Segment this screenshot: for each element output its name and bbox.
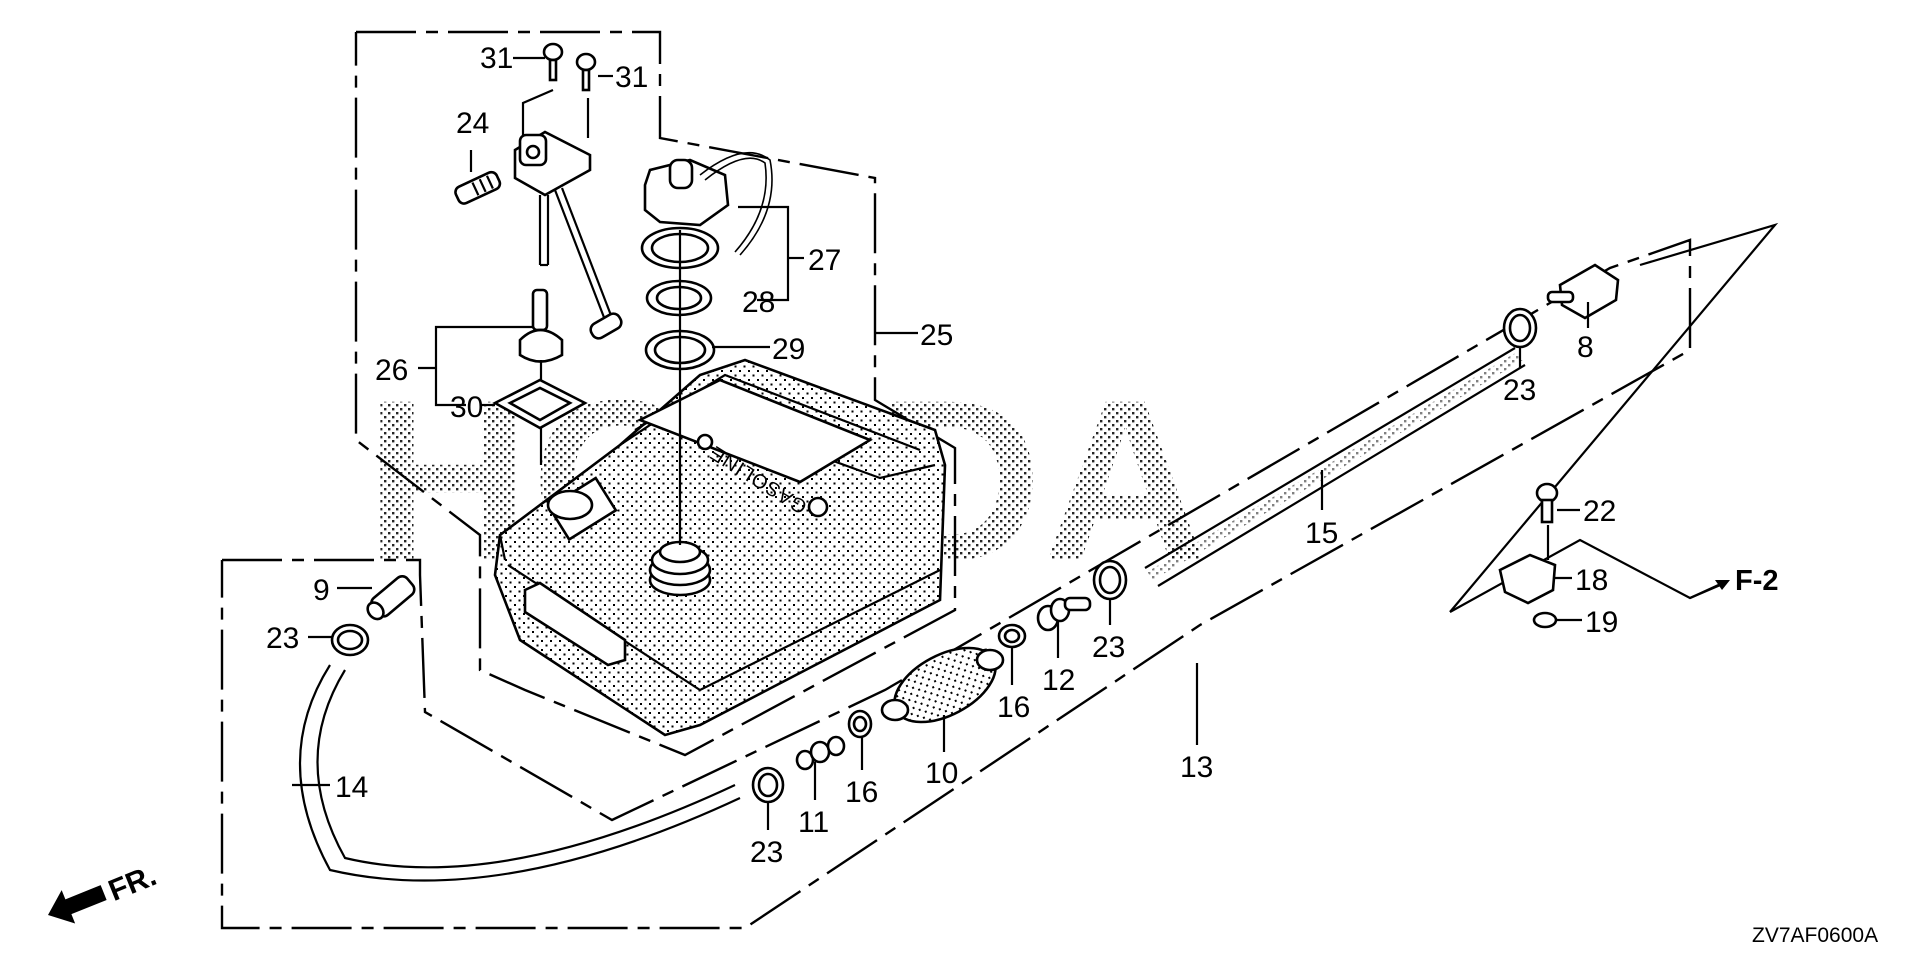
label-9: 9 [313, 574, 330, 607]
label-22: 22 [1583, 495, 1616, 528]
tank-handle [523, 581, 627, 667]
fuel-tube-14 [298, 664, 741, 882]
bolt-22 [1535, 482, 1559, 524]
drawing-code: ZV7AF0600A [1752, 924, 1878, 947]
washer-19 [1532, 611, 1558, 629]
tank-assembly-boundary [354, 30, 957, 757]
clip-23-left [330, 623, 370, 657]
connector-group-outline [1449, 222, 1779, 613]
joint-24 [454, 170, 502, 205]
label-31-left: 31 [480, 42, 513, 75]
check-valve-12 [1036, 596, 1092, 632]
label-27: 27 [808, 244, 841, 277]
part-labels: 31 31 24 27 28 29 25 26 30 8 23 15 22 18… [266, 42, 1779, 869]
gauge-float [518, 328, 564, 363]
gauge-opening [546, 489, 594, 521]
label-12: 12 [1042, 664, 1075, 697]
label-15: 15 [1305, 517, 1338, 550]
label-26: 26 [375, 354, 408, 387]
front-arrow-icon [48, 885, 107, 924]
screw-31a [542, 42, 564, 82]
label-23-left: 23 [266, 622, 299, 655]
label-19: 19 [1585, 606, 1618, 639]
fuel-tank: GASOLINE [493, 358, 947, 737]
label-11: 11 [798, 806, 829, 839]
label-18: 18 [1575, 564, 1608, 597]
label-24: 24 [456, 107, 489, 140]
fuel-connector-8 [1546, 263, 1620, 320]
vent-screw-icon [807, 496, 829, 518]
clip-23-upper [1502, 307, 1538, 349]
fuel-connector-18 [1498, 525, 1557, 605]
label-10: 10 [925, 757, 958, 790]
joint-9 [366, 575, 416, 621]
label-13: 13 [1180, 751, 1213, 784]
clip-23-lower [751, 766, 785, 804]
label-31-right: 31 [615, 61, 648, 94]
fuel-gauge-assembly [513, 130, 623, 465]
leader-lines [292, 56, 1590, 830]
screw-31b [575, 52, 597, 92]
label-8: 8 [1577, 331, 1594, 364]
arrowhead-icon [1715, 580, 1730, 590]
label-25: 25 [920, 319, 953, 352]
label-14: 14 [335, 771, 368, 804]
vent-icon [696, 433, 714, 451]
collar-16a [997, 623, 1027, 649]
check-valve-11 [795, 735, 846, 771]
label-23-upper: 23 [1503, 374, 1536, 407]
fuel-tube-15 [1144, 347, 1526, 587]
front-direction-indicator: FR. [48, 859, 161, 924]
primer-bulb [880, 646, 1005, 724]
fuel-line-boundary [220, 238, 1692, 930]
front-label: FR. [104, 859, 161, 908]
filler-neck [648, 540, 712, 597]
filler-cap [643, 152, 773, 256]
label-23-lower: 23 [750, 836, 783, 869]
label-16-right: 16 [997, 691, 1030, 724]
tank-label-panel [636, 378, 873, 484]
collar-16b [847, 709, 873, 739]
label-28: 28 [742, 286, 775, 319]
clip-23-right-tube [1092, 559, 1128, 601]
label-23-right: 23 [1092, 631, 1125, 664]
label-30: 30 [450, 391, 483, 424]
cross-reference[interactable]: F-2 [1735, 565, 1779, 597]
label-16-left: 16 [845, 776, 878, 809]
label-29: 29 [772, 333, 805, 366]
